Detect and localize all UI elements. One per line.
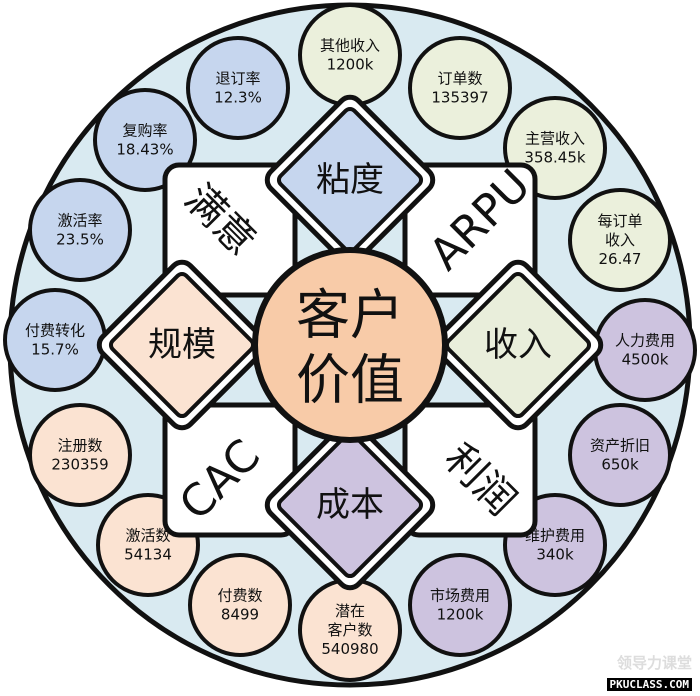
metric-text: 340k — [536, 546, 574, 564]
metric-text: 其他收入 — [320, 37, 380, 55]
metric-text: 付费数 — [217, 587, 262, 605]
watermark-url: PKUCLASS.COM — [606, 678, 692, 691]
diamond-inner — [444, 271, 592, 419]
metric-text: 客户数 — [327, 621, 372, 639]
metric-text: 收入 — [605, 231, 635, 249]
metric-text: 激活率 — [57, 212, 102, 230]
metric-text: 主营收入 — [525, 130, 585, 148]
metric-text: 15.7% — [31, 341, 79, 359]
metric-text: 市场费用 — [430, 587, 490, 605]
diamond-inner — [276, 106, 424, 254]
metric-circle-bg — [28, 403, 132, 507]
metric-text: 650k — [601, 456, 639, 474]
metric-circle-bg — [188, 553, 292, 657]
metric-circle-bg — [408, 553, 512, 657]
metric-text: 12.3% — [214, 89, 262, 107]
metric-circle-bg — [93, 88, 197, 192]
metric-circle-bg — [568, 188, 672, 292]
quadrant-box — [162, 162, 298, 298]
diamond-right: 收入 — [432, 259, 604, 431]
quadrant-top-left: 满意 — [162, 162, 298, 298]
metric-text: 135397 — [431, 89, 488, 107]
metric-text: 1200k — [437, 606, 484, 624]
quadrant-top-right: ARPU — [402, 160, 540, 298]
metric-circle-bg — [568, 403, 672, 507]
watermark-text: 领导力课堂 — [616, 654, 692, 672]
metric-text: 维护费用 — [525, 527, 585, 545]
diamond-label: 粘度 — [316, 160, 384, 200]
metric-text: 540980 — [321, 640, 378, 658]
quadrant-box — [402, 162, 538, 298]
watermark: 领导力课堂 PKUCLASS.COM — [606, 652, 692, 692]
diamond-inner — [108, 271, 256, 419]
diamond-label: 收入 — [484, 325, 552, 365]
metric-text: 注册数 — [57, 437, 102, 455]
metric-text: 每订单 — [597, 212, 642, 230]
center-title-line2: 价值 — [296, 349, 404, 412]
metric-text: 退订率 — [215, 70, 260, 88]
metric-text: 付费转化 — [25, 322, 85, 340]
quadrant-bottom-right: 利润 — [402, 402, 538, 538]
metric-text: 资产折旧 — [590, 437, 650, 455]
metric-text: 54134 — [124, 546, 172, 564]
metric-text: 人力费用 — [615, 332, 675, 350]
diamond-label: 规模 — [148, 325, 216, 365]
metric-text: 358.45k — [524, 149, 585, 167]
metric-circle-bg — [28, 178, 132, 282]
metric-text: 8499 — [221, 606, 259, 624]
metric-text: 230359 — [51, 456, 108, 474]
diamond-inner — [276, 431, 424, 579]
metric-text: 26.47 — [599, 250, 642, 268]
metric-circle-bg — [408, 36, 512, 140]
diamond-label: 成本 — [316, 485, 384, 525]
metric-text: 潜在 — [335, 602, 365, 620]
diamond-top: 粘度 — [264, 94, 436, 266]
metric-text: 复购率 — [122, 122, 167, 140]
center-title-line1: 客户 — [296, 284, 404, 347]
metric-text: 4500k — [622, 351, 669, 369]
center-circle-bg — [252, 247, 448, 443]
metric-text: 1200k — [327, 56, 374, 74]
metric-circle-bg — [186, 36, 290, 140]
diamond-bottom: 成本 — [264, 419, 436, 591]
diamond-left: 规模 — [96, 259, 268, 431]
metric-text: 23.5% — [56, 231, 104, 249]
quadrant-bottom-left: CAC — [162, 402, 298, 538]
metric-text: 18.43% — [116, 141, 173, 159]
metric-text: 激活数 — [125, 527, 170, 545]
metric-text: 订单数 — [437, 70, 482, 88]
